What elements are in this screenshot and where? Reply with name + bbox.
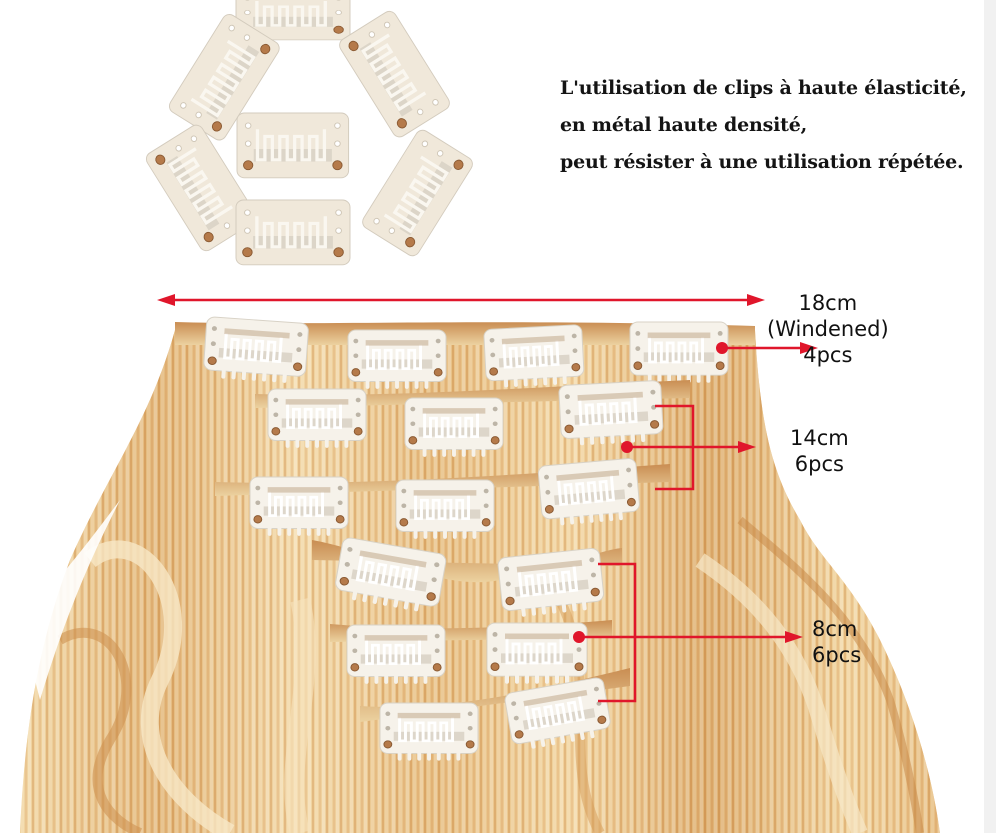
label-18cm-count: 4pcs bbox=[803, 343, 853, 367]
weft-18cm bbox=[175, 317, 755, 387]
label-8cm-count: 6pcs bbox=[812, 643, 862, 667]
caption-line-3: peut résister à une utilisation répétée. bbox=[560, 151, 964, 173]
feature-caption: L'utilisation de clips à haute élasticit… bbox=[560, 70, 967, 181]
label-8cm-size: 8cm bbox=[812, 617, 858, 641]
side-strip bbox=[984, 0, 996, 833]
clip-cluster bbox=[141, 0, 477, 267]
label-18cm: 18cm (Windened) 4pcs bbox=[767, 290, 889, 368]
label-14cm-size: 14cm bbox=[790, 426, 849, 450]
label-8cm: 8cm 6pcs bbox=[812, 616, 861, 668]
caption-line-2: en métal haute densité, bbox=[560, 114, 808, 136]
bracket-8cm bbox=[573, 562, 803, 703]
bracket-14cm bbox=[621, 404, 756, 491]
annotations bbox=[157, 294, 818, 703]
weft-14cm-lower bbox=[215, 458, 670, 537]
label-14cm-count: 6pcs bbox=[794, 452, 844, 476]
label-18cm-note: (Windened) bbox=[767, 317, 889, 341]
label-18cm-size: 18cm bbox=[798, 291, 858, 315]
weft-8cm-pieces bbox=[312, 537, 630, 759]
double-arrow-icon bbox=[157, 294, 765, 306]
arrow-right-icon bbox=[716, 342, 818, 354]
label-14cm: 14cm 6pcs bbox=[790, 425, 849, 477]
caption-line-1: L'utilisation de clips à haute élasticit… bbox=[560, 77, 967, 99]
weft-14cm-upper bbox=[255, 380, 690, 455]
